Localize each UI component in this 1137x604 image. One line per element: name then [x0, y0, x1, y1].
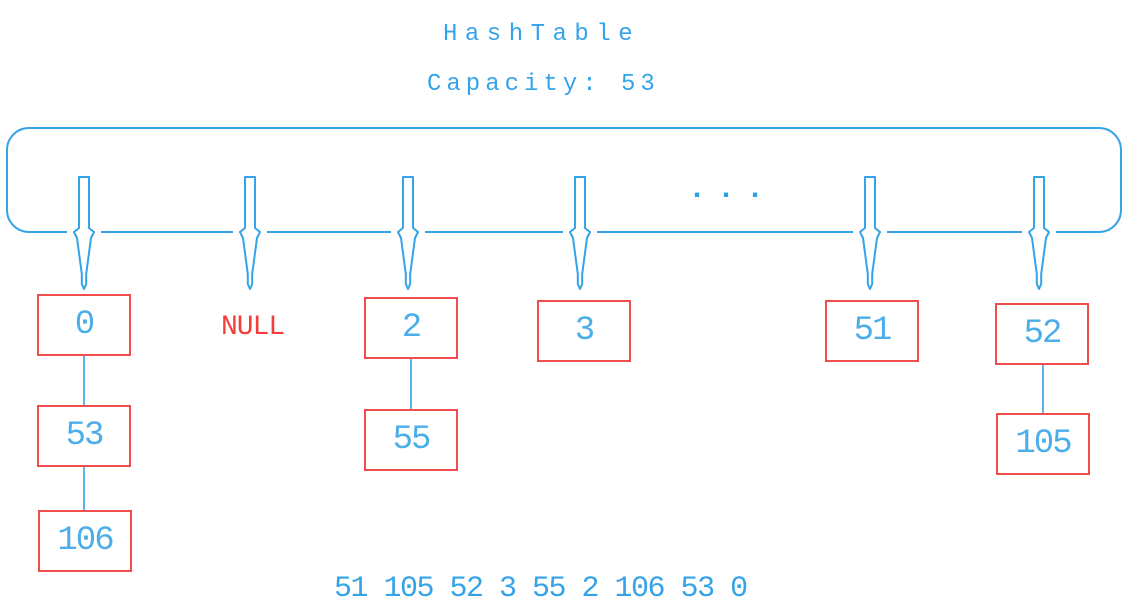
chain-node-106: 106 — [38, 510, 132, 572]
slot-value: 51 — [853, 312, 893, 350]
chain-node-53: 53 — [37, 405, 131, 467]
bucket-arrow — [859, 176, 881, 290]
more-buckets-ellipsis: ··· — [688, 179, 776, 213]
insert-sequence: 51 105 52 3 55 2 106 53 0 — [334, 572, 748, 604]
slot-box-52: 52 — [995, 303, 1089, 365]
slot-value: 52 — [1023, 315, 1063, 353]
capacity-label: Capacity: 53 — [427, 71, 660, 98]
bucket-arrow — [397, 176, 419, 290]
bucket-arrow — [239, 176, 261, 290]
chain-node-105: 105 — [996, 413, 1090, 475]
chain-links — [83, 356, 1044, 511]
slot-box-2: 2 — [364, 297, 458, 359]
bucket-arrow — [1028, 176, 1050, 290]
bucket-arrow — [569, 176, 591, 290]
slot-value: 3 — [574, 312, 595, 350]
slot-box-51: 51 — [825, 300, 919, 362]
slot-box-0: 0 — [37, 294, 131, 356]
page-title: HashTable — [443, 21, 641, 48]
null-slot-label: NULL — [221, 312, 285, 343]
hashtable-outline — [6, 127, 1122, 233]
node-value: 53 — [65, 417, 105, 455]
slot-value: 0 — [74, 306, 95, 344]
chain-node-55: 55 — [364, 409, 458, 471]
node-value: 106 — [57, 522, 114, 560]
slot-box-3: 3 — [537, 300, 631, 362]
node-value: 105 — [1015, 425, 1072, 463]
node-value: 55 — [392, 421, 432, 459]
slot-value: 2 — [401, 309, 422, 347]
bucket-arrow — [73, 176, 95, 290]
